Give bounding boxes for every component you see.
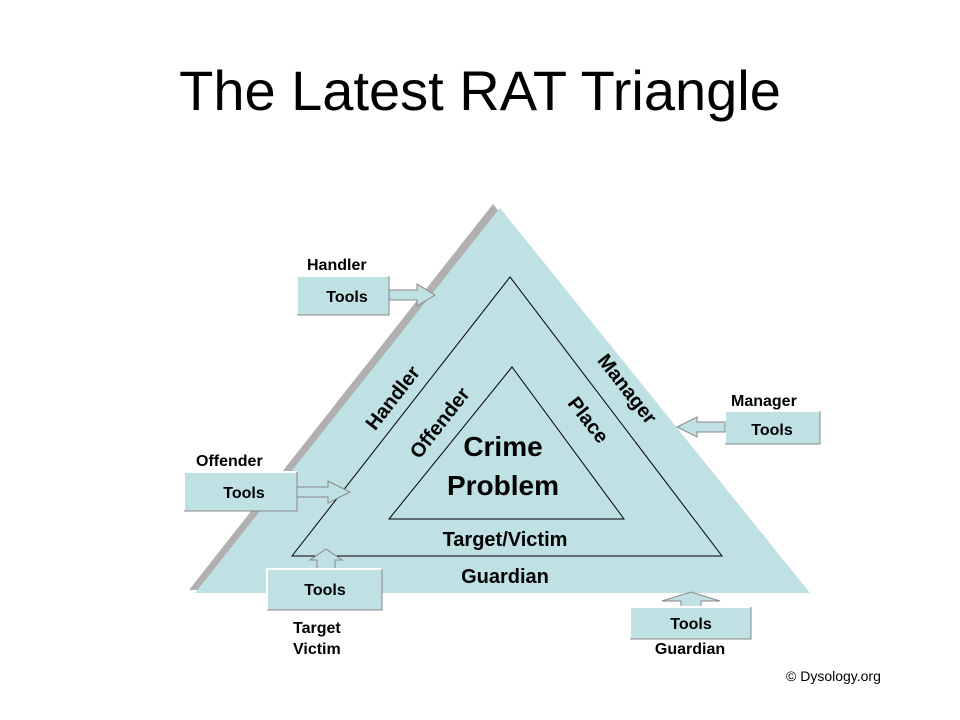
handler-tools-callout: Handler Tools bbox=[296, 257, 436, 316]
copyright-notice: © Dysology.org bbox=[786, 668, 881, 684]
manager-tools-callout: Manager Tools bbox=[675, 393, 821, 445]
guardian-callout-label: Guardian bbox=[655, 641, 725, 658]
target-tools-box-shade bbox=[267, 569, 383, 611]
manager-arrow bbox=[675, 416, 726, 438]
handler-tools-box bbox=[297, 276, 389, 315]
offender-tools-box-shade bbox=[184, 472, 298, 512]
middle-triangle bbox=[290, 276, 724, 557]
offender-tools-callout: Offender Tools bbox=[183, 453, 352, 512]
guardian-tools-box-shade bbox=[630, 607, 752, 640]
handler-tools-box-shade bbox=[297, 276, 390, 316]
handler-callout-label: Handler bbox=[307, 257, 367, 274]
handler-tools-label: Tools bbox=[326, 289, 368, 306]
target-tools-label: Tools bbox=[304, 582, 346, 599]
guardian-tools-callout: Tools Guardian bbox=[629, 591, 752, 658]
target-tools-callout: Tools Target Victim bbox=[266, 548, 383, 658]
offender-tools-box-edge bbox=[183, 471, 297, 511]
offender-tools-label: Tools bbox=[223, 485, 265, 502]
target-callout-label-line2: Victim bbox=[293, 641, 341, 658]
side-label-target-victim: Target/Victim bbox=[443, 529, 568, 551]
guardian-arrow bbox=[661, 591, 721, 608]
outer-triangle bbox=[195, 208, 810, 593]
page-title: The Latest RAT Triangle bbox=[179, 59, 781, 122]
offender-arrow bbox=[296, 480, 352, 504]
manager-tools-box-shade bbox=[725, 411, 821, 445]
manager-tools-box bbox=[725, 411, 820, 444]
guardian-tools-box bbox=[630, 607, 751, 639]
manager-tools-label: Tools bbox=[751, 422, 793, 439]
target-arrow bbox=[308, 548, 344, 570]
inner-triangle bbox=[387, 366, 625, 520]
side-label-guardian: Guardian bbox=[461, 566, 549, 588]
manager-callout-label: Manager bbox=[731, 393, 797, 410]
center-label-line1: Crime bbox=[463, 431, 542, 462]
center-label-line2: Problem bbox=[447, 470, 559, 501]
manager-tools-box-edge bbox=[724, 410, 820, 444]
target-tools-box bbox=[267, 569, 382, 610]
offender-callout-label: Offender bbox=[196, 453, 263, 470]
target-tools-box-edge bbox=[266, 568, 382, 610]
handler-arrow bbox=[388, 283, 436, 307]
target-callout-label-line1: Target bbox=[293, 620, 341, 637]
guardian-tools-label: Tools bbox=[670, 616, 712, 633]
guardian-tools-box-edge bbox=[629, 606, 751, 639]
handler-tools-box-edge bbox=[296, 275, 389, 315]
offender-tools-box bbox=[184, 472, 297, 511]
